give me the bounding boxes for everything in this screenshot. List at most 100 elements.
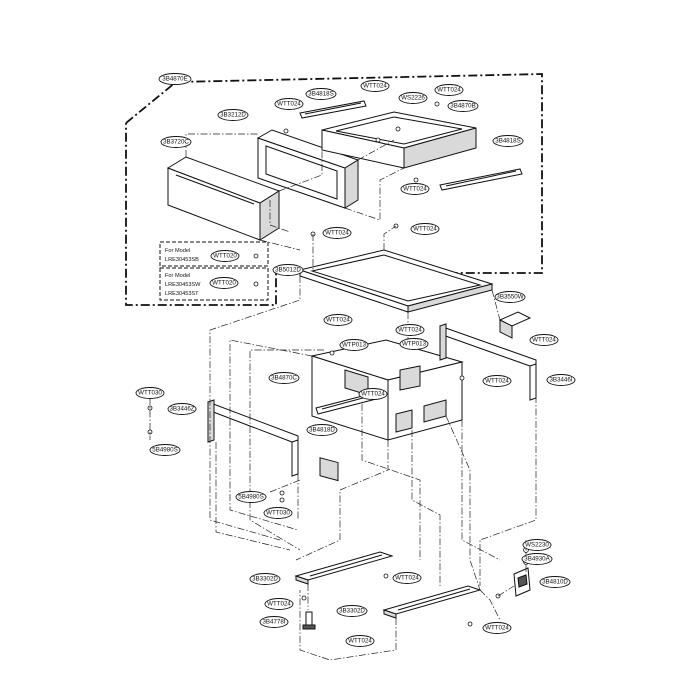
svg-text:WTT024: WTT024: [363, 83, 387, 90]
leader-lines: [149, 133, 537, 661]
callout-3b3446z: 3B3446Z: [167, 403, 197, 415]
callout-3b4870b: 3B4870B: [447, 100, 479, 112]
callout-wtt024: WTT024: [345, 635, 375, 647]
model-note-sw-st: For Model LRE30453SW LRE30453ST: [159, 267, 269, 301]
callout-wtt024: WTT024: [360, 80, 390, 92]
callout-3b4818s: 3B4818S: [305, 88, 337, 100]
callout-3b4818s: 3B4818S: [492, 135, 524, 147]
callout-wtt024: WTT024: [434, 84, 464, 96]
svg-text:WTT030: WTT030: [266, 510, 290, 517]
svg-text:3B4818D: 3B4818D: [309, 427, 335, 434]
bottom-rail-rear: [382, 585, 482, 619]
drawer-tray: [321, 111, 477, 169]
callout-wtt024: WTT024: [395, 324, 425, 336]
svg-text:WTT024: WTT024: [325, 230, 349, 237]
svg-text:3B3302D: 3B3302D: [339, 608, 365, 615]
callout-wtp013: WTP013: [399, 338, 429, 350]
mounting-bracket: [498, 311, 532, 339]
svg-text:WTT020: WTT020: [212, 280, 236, 287]
screw: [253, 281, 259, 287]
svg-text:3B4870E: 3B4870E: [162, 76, 187, 83]
model-note-line: For Model: [165, 248, 190, 254]
callout-wtt030: WTT030: [263, 507, 293, 519]
callout-3b3302d: 3B3302D: [249, 573, 281, 585]
callout-wtt024: WTT024: [322, 227, 352, 239]
callout-3b4870c: 3B4870C: [268, 372, 300, 384]
drawer-assembly-boundary: [125, 73, 543, 306]
svg-text:WTT024: WTT024: [277, 101, 301, 108]
callout-3b4870e: 3B4870E: [158, 73, 192, 85]
svg-text:WTT024: WTT024: [437, 87, 461, 94]
callout-wtt024: WTT024: [358, 388, 388, 400]
svg-text:3B4930A: 3B4930A: [524, 556, 550, 563]
svg-text:3B4818S: 3B4818S: [495, 138, 520, 145]
svg-text:WTT030: WTT030: [138, 390, 162, 397]
drawer-slide-right: [439, 168, 523, 191]
svg-text:3B4778I: 3B4778I: [262, 619, 285, 626]
callout-5b4980s: 5B4980S: [149, 444, 181, 456]
svg-text:WTT024: WTT024: [532, 337, 556, 344]
callout-wtt020: WTT020: [210, 250, 240, 262]
svg-text:WTP013: WTP013: [402, 341, 427, 348]
side-rail-right: [439, 323, 537, 401]
callout-3b4818d: 3B4818D: [306, 424, 338, 436]
housing-cutout: [319, 457, 339, 482]
drawer-front-panel: [166, 156, 281, 241]
callout-wtt024: WTT024: [410, 223, 440, 235]
svg-text:WTT024: WTT024: [403, 186, 427, 193]
callout-wtt024: WTT024: [400, 183, 430, 195]
bottom-rail-front: [294, 551, 394, 585]
svg-text:WS2230: WS2230: [525, 542, 549, 549]
model-note-sb: For Model LRE30453SB: [159, 241, 269, 267]
svg-text:WTT024: WTT024: [485, 625, 509, 632]
svg-text:3B4818S: 3B4818S: [308, 91, 333, 98]
svg-text:WTT024: WTT024: [267, 601, 291, 608]
svg-text:3B3446I: 3B3446I: [549, 377, 572, 384]
svg-text:3B3550W: 3B3550W: [496, 294, 523, 301]
callout-wtp013: WTP013: [339, 339, 369, 351]
svg-text:WTT024: WTT024: [348, 638, 372, 645]
callout-wtt024: WTT024: [274, 98, 304, 110]
callout-3b4810d: 3B4810D: [539, 576, 571, 588]
svg-text:3B5012D: 3B5012D: [275, 267, 301, 274]
callout-3b3550w: 3B3550W: [494, 291, 526, 303]
svg-text:WTT024: WTT024: [398, 327, 422, 334]
svg-text:3B3446Z: 3B3446Z: [169, 406, 194, 413]
latch-bracket: [513, 567, 531, 597]
callout-wtt024: WTT024: [392, 572, 422, 584]
callout-labels: 3B4870E WTT024 3B4818S WTT024 WS2226 WTT…: [135, 73, 576, 647]
svg-text:3B4870C: 3B4870C: [271, 375, 297, 382]
callout-5b4980s: 5B4980S: [235, 491, 267, 503]
callout-3b3446i: 3B3446I: [546, 374, 576, 386]
side-rail-left: [207, 399, 299, 477]
svg-text:3B4810D: 3B4810D: [542, 579, 568, 586]
svg-text:3B3302D: 3B3302D: [252, 576, 278, 583]
callout-wtt020: WTT020: [209, 277, 239, 289]
callout-ws2230: WS2230: [522, 539, 552, 551]
callout-3b4930a: 3B4930A: [521, 553, 553, 565]
svg-text:3B3720C: 3B3720C: [163, 139, 189, 146]
svg-text:WTT024: WTT024: [326, 317, 350, 324]
model-note-line: For Model: [165, 273, 190, 279]
screw: [253, 253, 259, 259]
screw: [283, 128, 289, 134]
svg-text:WTT020: WTT020: [213, 253, 237, 260]
model-note-line: LRE30453ST: [165, 291, 199, 297]
callout-wtt024: WTT024: [323, 314, 353, 326]
callout-3b3302d: 3B3302D: [336, 605, 368, 617]
svg-text:WTT024: WTT024: [361, 391, 385, 398]
top-cover: [298, 249, 494, 313]
svg-text:WTT024: WTT024: [395, 575, 419, 582]
svg-text:3B3212D: 3B3212D: [220, 112, 246, 119]
drawer-slide-left: [299, 100, 367, 119]
callout-3b4778i: 3B4778I: [259, 616, 289, 628]
svg-text:WS2226: WS2226: [401, 95, 425, 102]
housing-cutout: [395, 409, 413, 433]
svg-text:5B4980S: 5B4980S: [152, 447, 177, 454]
svg-text:WTT024: WTT024: [413, 226, 437, 233]
housing-cutout: [399, 365, 421, 391]
callout-ws2226: WS2226: [398, 92, 428, 104]
callout-wtt024: WTT024: [482, 375, 512, 387]
callout-3b5012d: 3B5012D: [272, 264, 304, 276]
